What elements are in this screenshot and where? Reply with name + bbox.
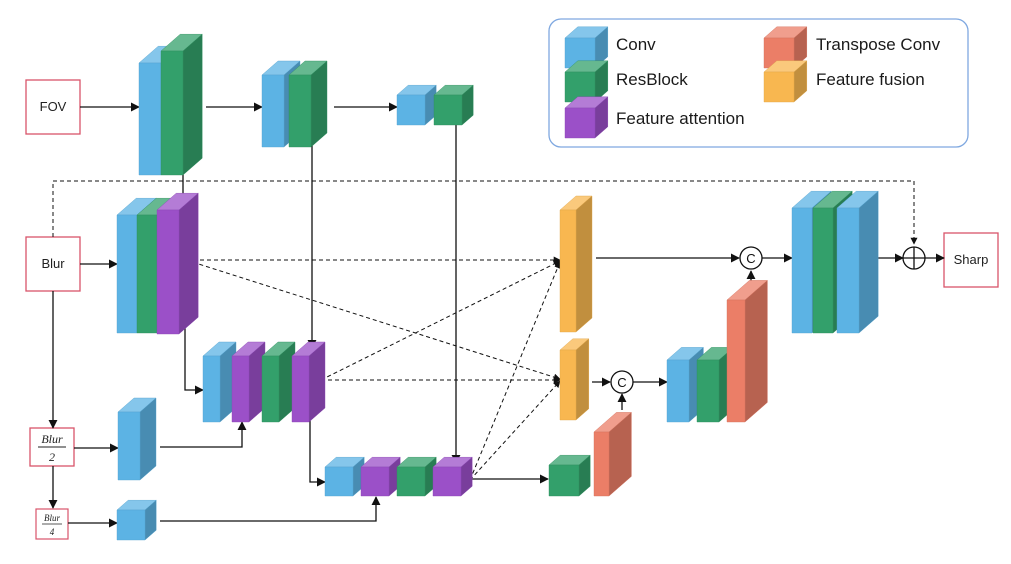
concat-op-level1: C bbox=[739, 246, 763, 270]
attention-block bbox=[231, 341, 266, 423]
legend-border bbox=[548, 18, 969, 148]
encoder-fov-level2 bbox=[261, 60, 328, 148]
encoder-fov-level1 bbox=[138, 33, 203, 176]
blur-input-box: Blur bbox=[25, 236, 81, 292]
transpose-block bbox=[593, 411, 632, 497]
fusion-level1 bbox=[559, 195, 593, 333]
encoder-blur-level1 bbox=[116, 192, 199, 335]
fusion-block bbox=[559, 338, 590, 421]
fusion-level2 bbox=[559, 338, 590, 421]
fov-input-box: FOV bbox=[25, 79, 81, 135]
conv-block bbox=[116, 499, 157, 541]
attention-block bbox=[432, 456, 473, 497]
add-op-icon bbox=[902, 246, 926, 270]
blur-quarter-input-box: Blur 4 bbox=[35, 508, 69, 540]
resblock-block bbox=[433, 84, 474, 126]
sharp-label: Sharp bbox=[954, 252, 989, 267]
attention-block bbox=[156, 192, 199, 335]
blur-quarter-denominator: 4 bbox=[50, 527, 55, 537]
fusion-block bbox=[559, 195, 593, 333]
legend-resblock-label: ResBlock bbox=[616, 70, 688, 89]
dashed-connections bbox=[52, 180, 918, 481]
solid-connections bbox=[48, 102, 945, 528]
conv-block bbox=[836, 190, 879, 334]
legend-resblock-icon bbox=[564, 60, 609, 103]
blur-half-conv bbox=[117, 397, 157, 481]
legend-fusion-label: Feature fusion bbox=[816, 70, 925, 89]
fov-label: FOV bbox=[40, 99, 67, 114]
concat-symbol: C bbox=[746, 251, 755, 266]
legend-conv-label: Conv bbox=[616, 35, 656, 54]
conv-block bbox=[324, 456, 365, 497]
concat-symbol: C bbox=[617, 375, 626, 390]
legend-attention-icon bbox=[564, 96, 609, 139]
conv-block bbox=[396, 84, 437, 126]
encoder-blur-level2 bbox=[202, 341, 326, 423]
blur-half-denominator: 2 bbox=[49, 450, 55, 464]
resblock-block bbox=[160, 33, 203, 176]
concat-op-level2: C bbox=[610, 370, 634, 394]
conv-block bbox=[117, 397, 157, 481]
blur-quarter-numerator: Blur bbox=[44, 513, 60, 523]
resblock-block bbox=[696, 346, 734, 423]
transpose-block bbox=[726, 279, 768, 423]
encoder-blur-level3 bbox=[324, 456, 473, 497]
legend: Conv ResBlock Feature attention Transpos… bbox=[548, 18, 969, 148]
conv-block bbox=[202, 341, 237, 423]
encoder-fov-level3 bbox=[396, 84, 474, 126]
decoder-level1 bbox=[791, 190, 879, 334]
resblock-block bbox=[261, 341, 296, 423]
decoder-level3 bbox=[548, 411, 632, 497]
attention-block bbox=[291, 341, 326, 423]
legend-transpose-label: Transpose Conv bbox=[816, 35, 941, 54]
resblock-block bbox=[288, 60, 328, 148]
attention-block bbox=[360, 456, 401, 497]
resblock-block bbox=[548, 454, 591, 497]
blur-label: Blur bbox=[41, 256, 65, 271]
resblock-block bbox=[396, 456, 437, 497]
legend-conv-icon bbox=[564, 26, 609, 69]
legend-transpose-icon bbox=[763, 26, 808, 69]
sharp-output-box: Sharp bbox=[943, 232, 999, 288]
decoder-level2 bbox=[666, 279, 768, 423]
legend-attention-label: Feature attention bbox=[616, 109, 745, 128]
blur-half-numerator: Blur bbox=[41, 432, 63, 446]
blur-half-input-box: Blur 2 bbox=[29, 427, 75, 467]
blur-quarter-conv bbox=[116, 499, 157, 541]
legend-fusion-icon bbox=[763, 60, 808, 103]
